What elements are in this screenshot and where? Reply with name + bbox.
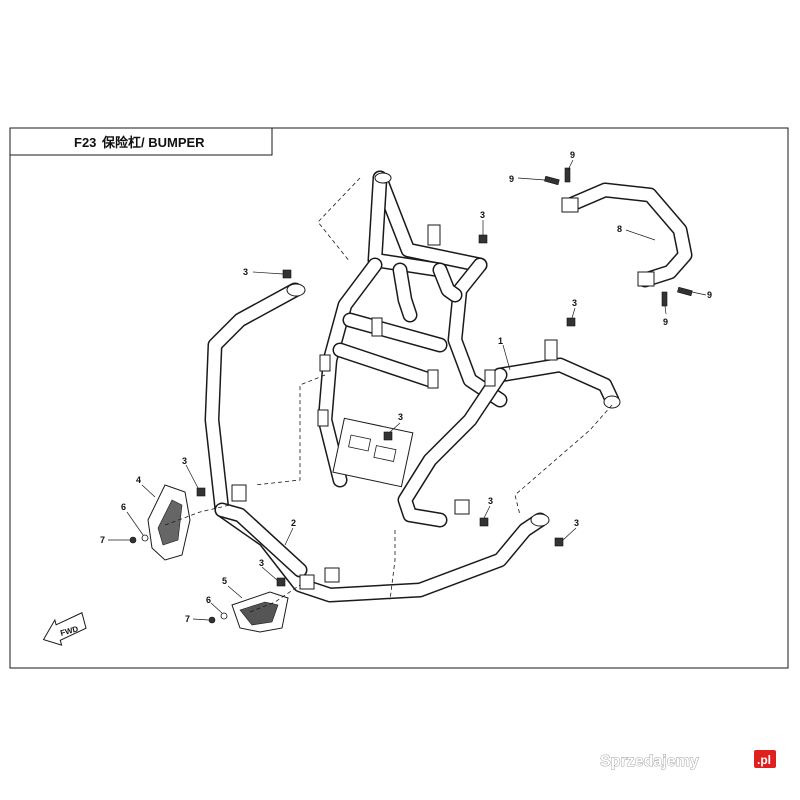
callout-2: 2 [291, 518, 296, 528]
forward-direction-arrow: FWD [42, 612, 87, 646]
callout-3-rear: 3 [480, 210, 485, 220]
callout-3-far-right: 3 [574, 518, 579, 528]
callout-3-left-upper: 3 [243, 267, 248, 277]
callout-5: 5 [222, 576, 227, 586]
title-block: F23 保险杠/ BUMPER [9, 127, 273, 156]
watermark: Sprzedajemy .pl [600, 750, 776, 770]
rear-bar [561, 182, 693, 288]
callout-6-left: 6 [121, 502, 126, 512]
callout-3-front: 3 [259, 558, 264, 568]
main-bumper-frame [317, 170, 621, 528]
front-bumper-tube [204, 282, 550, 603]
callout-9-right: 9 [707, 290, 712, 300]
watermark-text: Sprzedajemy [600, 753, 699, 770]
callout-7-left: 7 [100, 535, 105, 545]
callouts: 1 2 3 3 3 3 3 3 3 3 4 5 6 6 7 7 8 [100, 150, 712, 624]
assembly-dashed-lines [164, 177, 613, 613]
callout-9-top-left: 9 [509, 174, 514, 184]
callout-1: 1 [498, 336, 503, 346]
drawing-border [9, 127, 789, 669]
diagram-code: F23 [74, 135, 96, 150]
fasteners [129, 167, 693, 624]
callout-3-left: 3 [182, 456, 187, 466]
callout-7-front: 7 [185, 614, 190, 624]
callout-8: 8 [617, 224, 622, 234]
callout-9-top: 9 [570, 150, 575, 160]
watermark-suffix: .pl [757, 753, 771, 767]
callout-3-right-front: 3 [488, 496, 493, 506]
callout-4: 4 [136, 475, 141, 485]
diagram-title: 保险杠/ BUMPER [101, 135, 205, 150]
callout-3-right-upper: 3 [572, 298, 577, 308]
guard-plate-left [147, 484, 191, 561]
guard-plate-front [231, 591, 289, 633]
callout-9-bottom: 9 [663, 317, 668, 327]
callout-3-center: 3 [398, 412, 403, 422]
callout-6-front: 6 [206, 595, 211, 605]
